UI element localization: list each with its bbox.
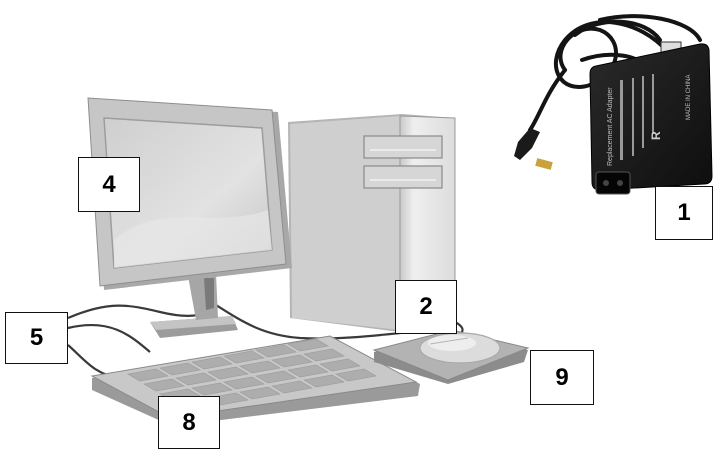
adapter-mark: R <box>649 131 663 140</box>
monitor <box>88 98 292 338</box>
label-box-keyboard: 8 <box>158 396 220 449</box>
keyboard <box>92 336 420 426</box>
adapter-made-in: MADE IN CHINA <box>686 75 692 120</box>
label-box-monitor: 4 <box>78 157 140 212</box>
adapter-title: Replacement AC Adapter <box>607 87 614 166</box>
label-box-cable: 5 <box>5 312 68 364</box>
mouse <box>420 333 500 363</box>
label-box-mousepad: 9 <box>530 350 594 405</box>
label-box-mouse: 2 <box>395 280 457 334</box>
label-box-adapter: 1 <box>655 186 713 240</box>
ac-adapter: Replacement AC Adapter MADE IN CHINA R <box>514 16 712 194</box>
